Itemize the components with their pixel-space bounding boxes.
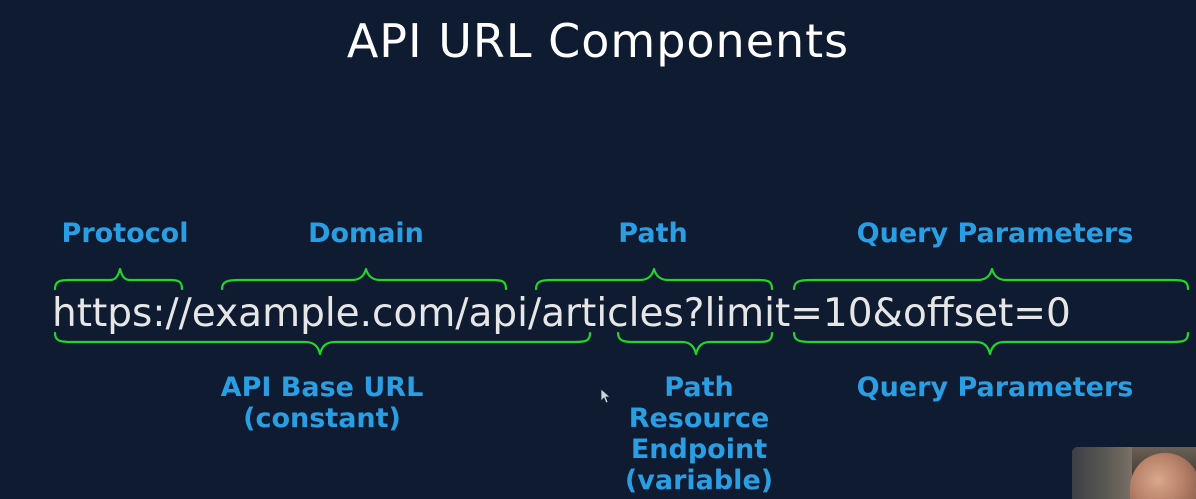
label-api-base-url-line2: (constant)	[243, 403, 401, 434]
presenter-webcam	[1072, 447, 1196, 499]
label-resource-line4: (variable)	[624, 465, 774, 496]
label-resource-line2: Resource	[628, 403, 770, 434]
label-resource-line3: Endpoint	[630, 434, 768, 465]
example-url: https://example.com/api/articles?limit=1…	[52, 291, 1071, 336]
label-protocol: Protocol	[61, 218, 189, 249]
label-resource-line1: Path	[664, 372, 734, 403]
label-path-resource: Path Resource Endpoint (variable)	[610, 372, 788, 496]
webcam-background	[1072, 447, 1132, 499]
mouse-pointer-icon	[600, 388, 612, 404]
label-query-parameters-bottom: Query Parameters	[856, 372, 1134, 403]
label-api-base-url: API Base URL (constant)	[200, 372, 444, 434]
label-query-parameters-top: Query Parameters	[856, 218, 1134, 249]
presenter-face	[1130, 453, 1196, 499]
label-domain: Domain	[308, 218, 424, 249]
label-api-base-url-line1: API Base URL	[220, 372, 424, 403]
slide-title: API URL Components	[346, 14, 850, 68]
label-path: Path	[618, 218, 688, 249]
